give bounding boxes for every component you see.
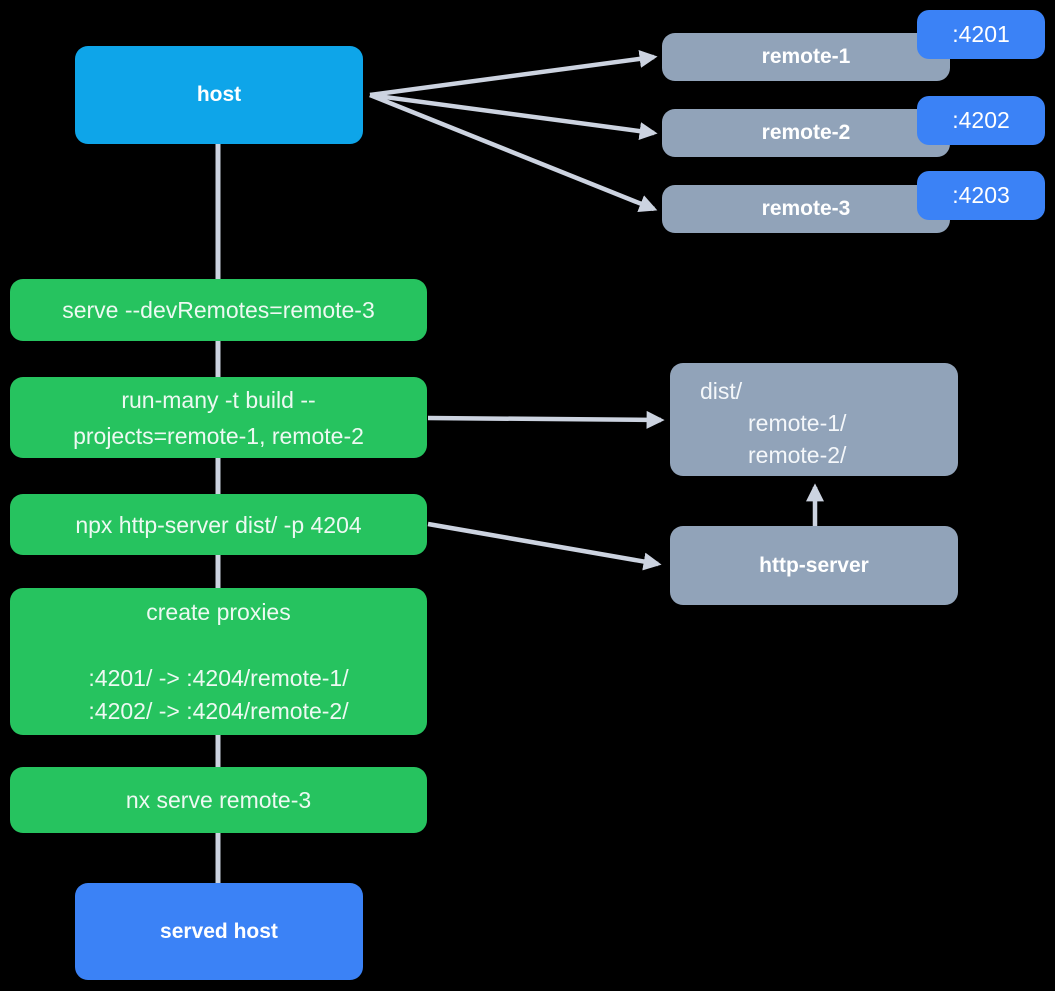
node-remote-3: remote-3	[662, 185, 950, 233]
arrow-host-to-remote-3	[369, 92, 658, 212]
command-line: create proxies	[146, 598, 291, 625]
command-run-many-build: run-many -t build -- projects=remote-1, …	[10, 377, 427, 458]
http-server-label: http-server	[759, 553, 869, 577]
command-line: nx serve remote-3	[125, 787, 312, 813]
port-badge-4201: :4201	[917, 10, 1045, 59]
node-served-host: served host	[75, 883, 363, 980]
command-line: serve --devRemotes=remote-3	[62, 297, 375, 323]
node-host: host	[75, 46, 363, 144]
node-remote-2: remote-2	[662, 109, 950, 157]
remote-1-label: remote-1	[761, 45, 851, 68]
arrow-host-to-remote-1	[369, 49, 658, 98]
command-line: run-many -t build --	[121, 386, 316, 413]
remote-3-label: remote-3	[761, 197, 851, 220]
port-badge-4203: :4203	[917, 171, 1045, 220]
served-host-label: served host	[160, 919, 278, 943]
command-nx-serve-remote-3: nx serve remote-3	[10, 767, 427, 833]
command-line: npx http-server dist/ -p 4204	[75, 511, 362, 538]
command-line: :4201/ -> :4204/remote-1/	[88, 664, 349, 691]
command-line: :4202/ -> :4204/remote-2/	[88, 697, 349, 724]
command-serve-dev-remotes: serve --devRemotes=remote-3	[10, 279, 427, 341]
port-badge-4202-label: :4202	[952, 107, 1010, 133]
port-badge-4203-label: :4203	[952, 182, 1010, 208]
node-remote-1: remote-1	[662, 33, 950, 81]
command-line: projects=remote-1, remote-2	[73, 422, 364, 449]
arrow-npx-to-http-server	[427, 521, 662, 571]
port-badge-4201-label: :4201	[952, 21, 1010, 47]
arrow-host-to-remote-2	[369, 92, 658, 141]
node-http-server: http-server	[670, 526, 958, 605]
dist-line: remote-2/	[748, 442, 847, 468]
dist-line: remote-1/	[748, 410, 847, 436]
dist-line: dist/	[700, 378, 743, 404]
arrow-run-many-to-dist	[427, 410, 665, 429]
node-dist-folder: dist/ remote-1/ remote-2/	[670, 363, 958, 476]
host-label: host	[196, 83, 242, 106]
remote-2-label: remote-2	[761, 121, 851, 144]
port-badge-4202: :4202	[917, 96, 1045, 145]
command-create-proxies: create proxies :4201/ -> :4204/remote-1/…	[10, 588, 427, 735]
command-npx-http-server: npx http-server dist/ -p 4204	[10, 494, 427, 555]
